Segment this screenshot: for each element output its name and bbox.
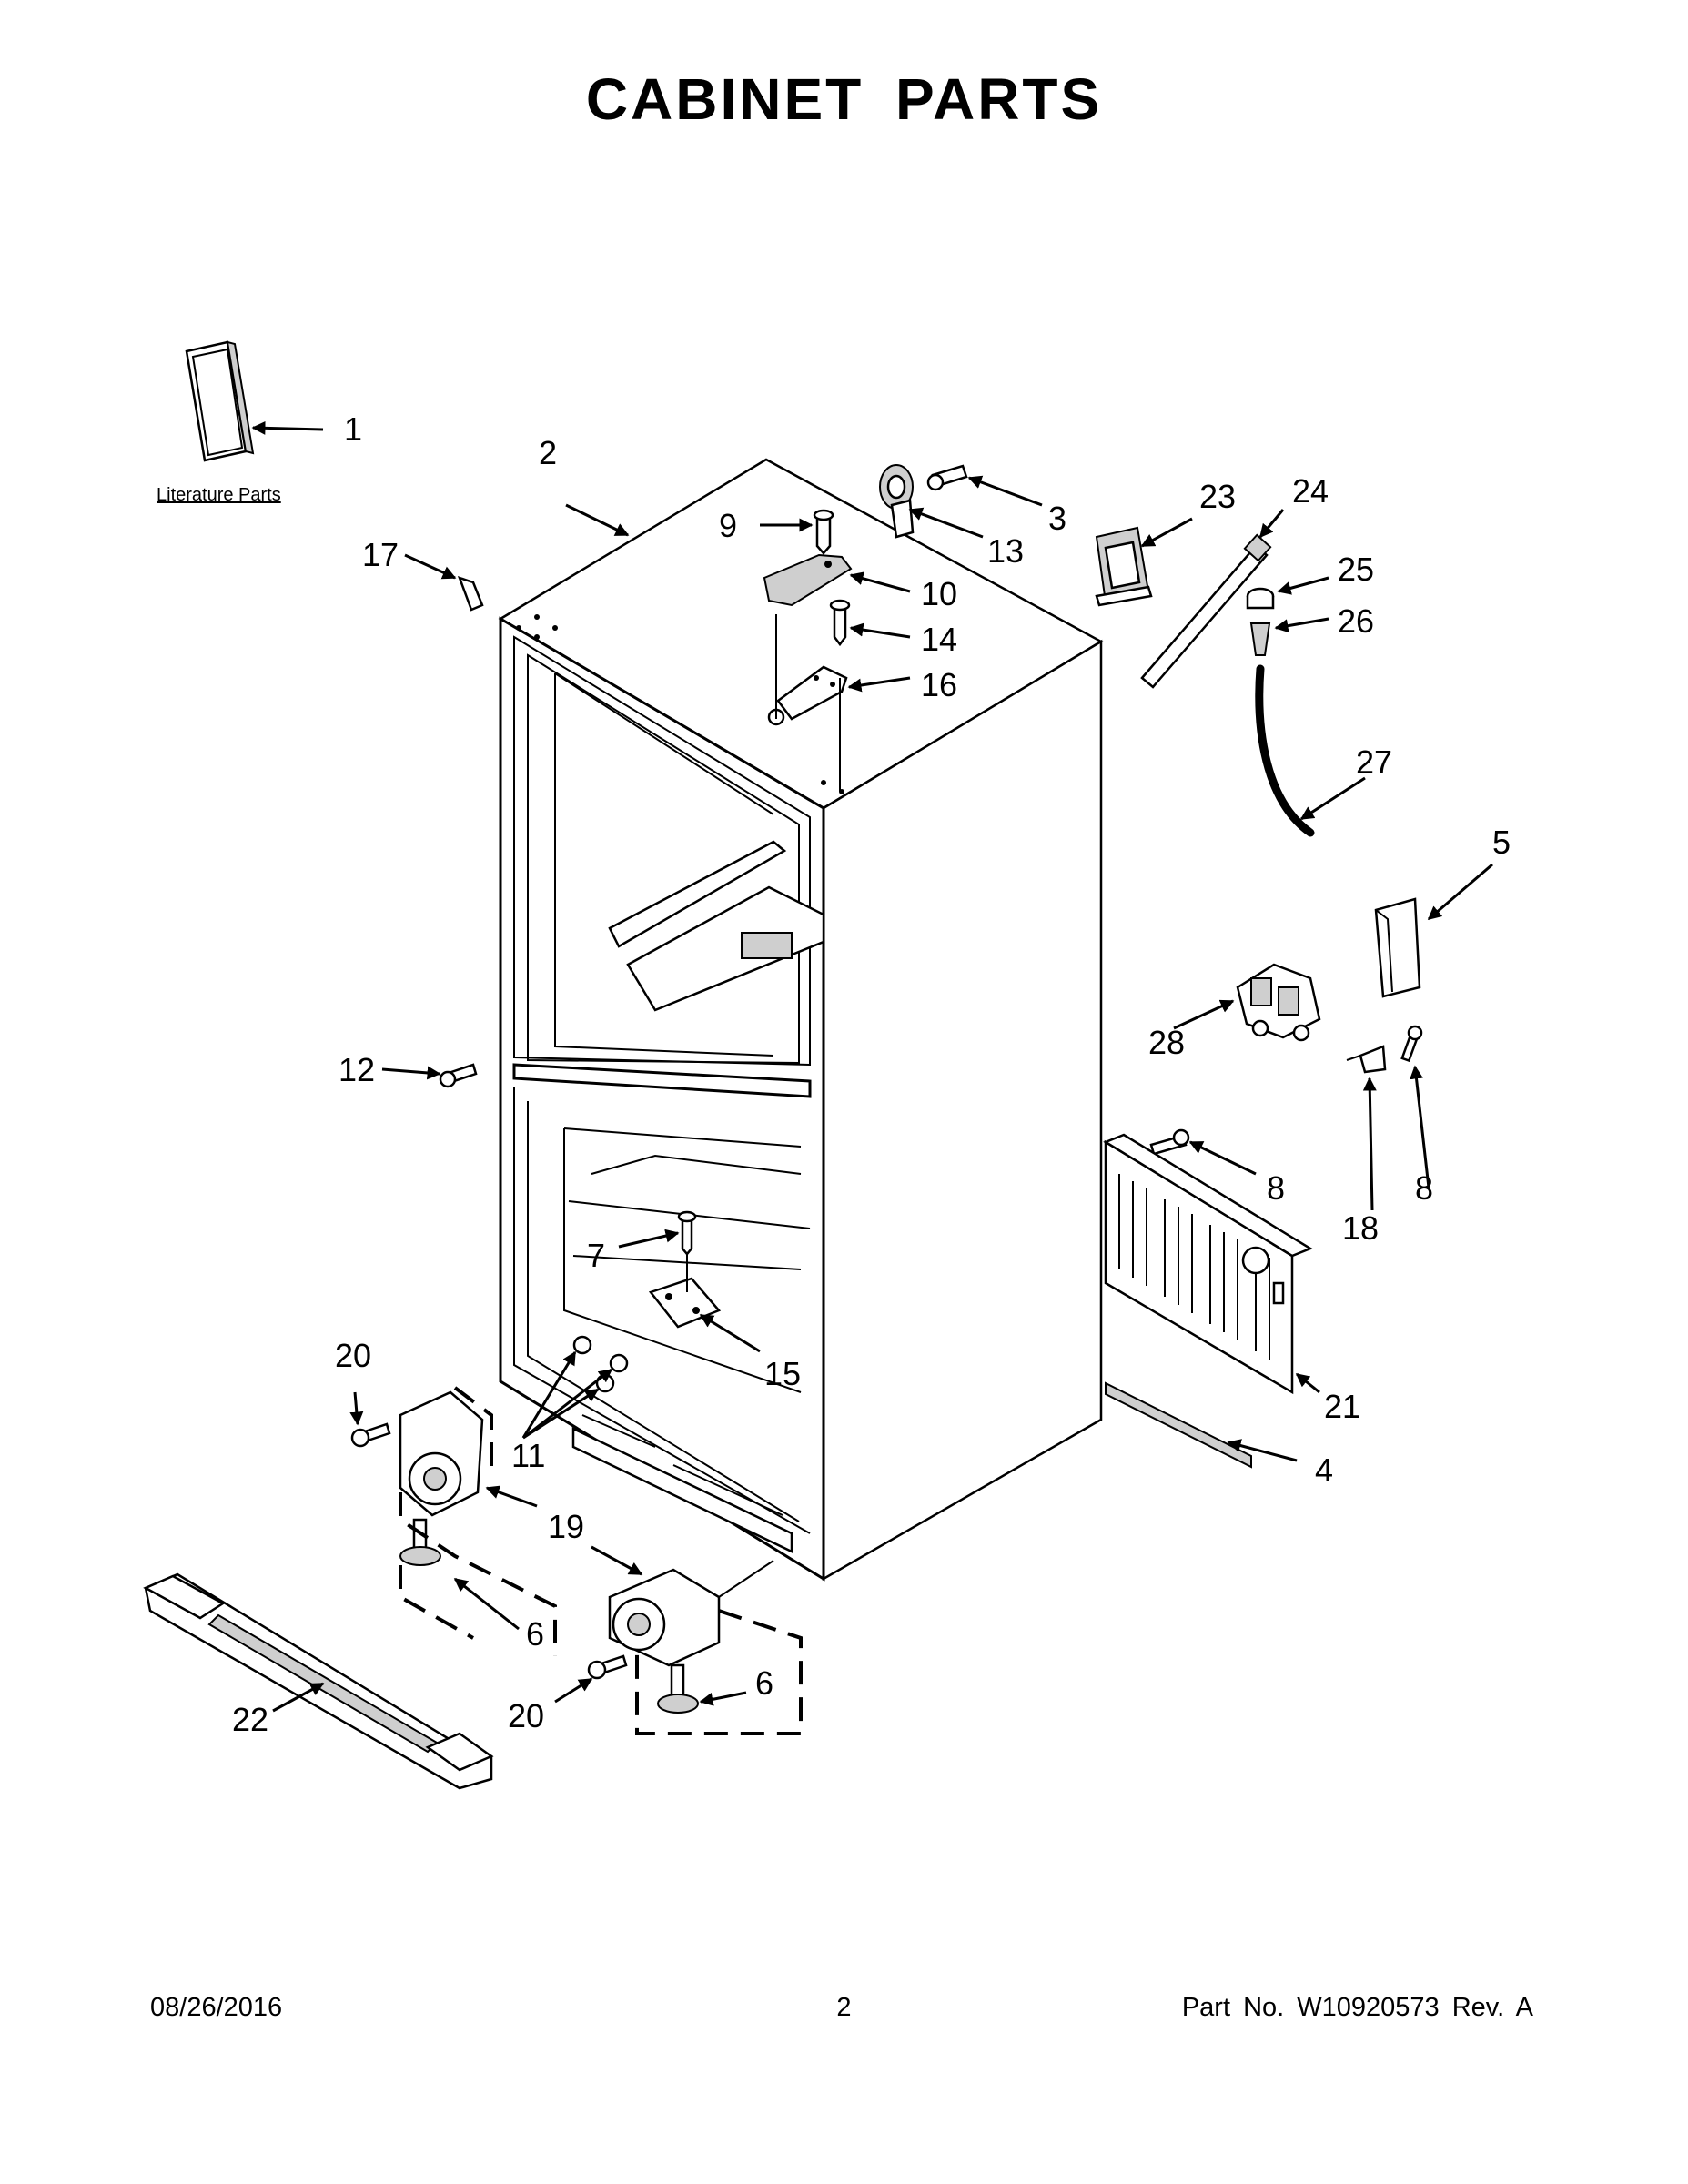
right-leveling-leg: [657, 1663, 699, 1714]
right-roller-assembly: [608, 1560, 774, 1667]
callout-8-left: 8: [1267, 1169, 1285, 1207]
literature-parts-label: Literature Parts: [157, 485, 281, 505]
footer-page-number: 2: [836, 1993, 852, 2022]
top-hinge: [879, 464, 915, 539]
callout-15: 15: [764, 1355, 801, 1392]
callout-25: 25: [1338, 551, 1374, 588]
water-bracket: [1095, 526, 1153, 607]
callout-labels: 1 2 3 4 5 6 6 7 8 8 9 10 11 12 13 14 15 …: [232, 410, 1511, 1738]
callout-28: 28: [1148, 1024, 1185, 1061]
callout-20-left: 20: [335, 1337, 371, 1374]
callout-6-left: 6: [526, 1615, 544, 1653]
door-clip: [457, 575, 484, 612]
leader-arrows: [251, 420, 1493, 1713]
callout-26: 26: [1338, 602, 1374, 640]
front-toe-grille: [143, 1572, 494, 1790]
screw-7: [677, 1210, 697, 1256]
hinge-screw-14: [829, 599, 851, 647]
screw-12: [439, 1063, 478, 1088]
left-leveling-leg: [399, 1518, 441, 1566]
screw-8-left: [1149, 1128, 1190, 1156]
tube-fitting: [1246, 587, 1275, 610]
callout-11: 11: [511, 1437, 545, 1474]
left-roller-assembly: [399, 1390, 484, 1517]
side-cover: [1374, 897, 1421, 998]
hinge-screw: [926, 464, 968, 491]
callout-18: 18: [1342, 1209, 1379, 1247]
callout-17: 17: [362, 536, 399, 573]
callout-12: 12: [339, 1051, 375, 1088]
callout-5: 5: [1492, 824, 1511, 861]
hinge-screw-9: [813, 509, 834, 555]
callout-14: 14: [921, 621, 957, 658]
footer-date: 08/26/2016: [150, 1993, 283, 2022]
callout-3: 3: [1048, 500, 1066, 537]
callout-19: 19: [548, 1508, 584, 1545]
callout-1: 1: [344, 410, 362, 448]
upper-hinge-plate: [767, 614, 848, 792]
callout-24: 24: [1292, 472, 1329, 510]
footer-part-number: Part No. W10920573 Rev. A: [1181, 1993, 1533, 2022]
grille-strip: [1105, 1381, 1252, 1469]
callout-16: 16: [921, 666, 957, 703]
callout-20-right: 20: [508, 1697, 544, 1734]
right-screw-20: [587, 1654, 628, 1680]
front-screws: [572, 1335, 629, 1393]
page-title: CABINET PARTS: [585, 66, 1103, 132]
callout-2: 2: [539, 434, 557, 471]
tube-insert: [1249, 622, 1271, 656]
literature-booklet: [185, 340, 255, 462]
callout-4: 4: [1315, 1451, 1333, 1489]
cabinet-body: [498, 458, 1104, 1582]
right-leg-dash-box: [635, 1609, 803, 1735]
callout-8-right: 8: [1415, 1169, 1433, 1207]
screw-8-right: [1400, 1025, 1423, 1063]
left-leg-dash-box: [399, 1386, 557, 1656]
water-tube: [1140, 533, 1272, 689]
cable-clamp: [1346, 1045, 1387, 1074]
callout-9: 9: [719, 507, 737, 544]
left-screw-20: [350, 1422, 391, 1448]
callout-22: 22: [232, 1701, 268, 1738]
toe-grille: [1103, 1133, 1313, 1395]
callout-23: 23: [1199, 478, 1236, 515]
hinge-cover: [763, 553, 853, 607]
callout-7: 7: [587, 1237, 605, 1274]
center-bracket: [648, 1254, 722, 1329]
callout-13: 13: [987, 532, 1024, 570]
callout-10: 10: [921, 575, 957, 612]
callout-6-right: 6: [755, 1664, 773, 1702]
callout-27: 27: [1356, 743, 1392, 781]
water-valve: [1236, 963, 1321, 1042]
water-line: [1255, 664, 1315, 837]
callout-21: 21: [1324, 1388, 1360, 1425]
